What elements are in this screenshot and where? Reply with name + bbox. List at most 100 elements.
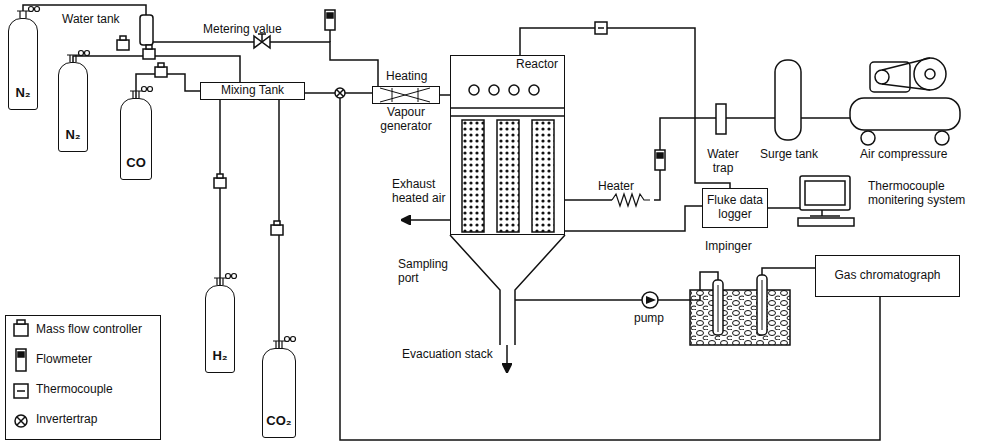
gas-cylinder: CO xyxy=(120,98,152,180)
part-label: Surge tank xyxy=(760,148,818,162)
illustration-part xyxy=(642,292,658,308)
illustration-part xyxy=(798,218,854,226)
illustration-part xyxy=(35,7,40,12)
gas-cylinder: H₂ xyxy=(205,285,235,373)
gas-cylinder: N₂ xyxy=(58,62,88,152)
illustration-part xyxy=(529,85,539,95)
part-label: Sampling port xyxy=(398,258,460,286)
illustration-part xyxy=(450,108,565,116)
illustration-part xyxy=(762,268,815,275)
illustration-part xyxy=(810,210,840,216)
illustration-part xyxy=(117,36,283,235)
illustration-part xyxy=(117,40,129,50)
illustration-part xyxy=(67,55,79,62)
part-label: Heater xyxy=(598,180,634,194)
part-label: Evacuation stack xyxy=(402,348,493,362)
illustration-part xyxy=(935,131,949,145)
node-text: Fluke data logger xyxy=(706,194,764,222)
legend-text: Thermocouple xyxy=(36,383,113,397)
data-logger: Fluke data logger xyxy=(702,188,768,228)
part-label: Thermocouple monitering system xyxy=(868,180,993,208)
illustration-part xyxy=(16,349,26,371)
node-text: N₂ xyxy=(65,128,80,143)
illustration-part xyxy=(595,22,607,34)
illustration-part xyxy=(762,280,763,330)
illustration-part xyxy=(140,15,153,45)
illustration-part xyxy=(598,27,604,29)
illustration-part xyxy=(462,120,484,232)
illustration-part xyxy=(146,45,152,49)
illustration-part xyxy=(805,181,845,205)
gas-cylinder: N₂ xyxy=(8,18,38,110)
illustration-part xyxy=(17,7,296,349)
illustration-part xyxy=(646,296,656,304)
node-text: CO₂ xyxy=(266,414,291,429)
illustration-part xyxy=(612,194,650,206)
illustration-part xyxy=(226,274,231,279)
illustration-part xyxy=(469,85,479,95)
illustration-part xyxy=(914,58,946,90)
illustration-part xyxy=(153,42,378,86)
mixing-tank: Mixing Tank xyxy=(200,82,305,100)
illustration-part xyxy=(285,337,290,342)
illustration-part xyxy=(861,131,875,145)
illustration-part xyxy=(718,285,719,332)
node-text: Gas chromatograph xyxy=(834,269,940,283)
illustration-part xyxy=(329,30,331,42)
illustration-part xyxy=(337,90,344,97)
illustration-part xyxy=(565,199,612,201)
part-label: Heating xyxy=(386,70,427,84)
pipe-connector xyxy=(219,100,221,285)
illustration-part xyxy=(217,174,223,178)
illustration-part xyxy=(497,120,519,232)
illustration-part xyxy=(340,98,880,440)
illustration-part xyxy=(14,324,28,336)
illustration-part xyxy=(79,51,84,56)
illustration-part xyxy=(214,178,226,188)
illustration-part xyxy=(155,67,167,77)
illustration-part xyxy=(14,384,28,398)
illustration-part xyxy=(775,60,801,140)
part-label: Water trap xyxy=(698,148,748,176)
legend-text: Flowmeter xyxy=(36,353,92,367)
illustration-part xyxy=(85,51,90,56)
illustration-part xyxy=(232,274,237,279)
illustration-part xyxy=(657,153,663,158)
illustration-part xyxy=(655,150,665,170)
illustration-part xyxy=(214,278,226,285)
node-text: H₂ xyxy=(212,349,227,364)
illustration-part xyxy=(515,299,642,301)
part-label: Impinger xyxy=(705,240,752,254)
illustration-part xyxy=(489,85,499,95)
part-label: pump xyxy=(634,312,664,326)
illustration-part xyxy=(532,120,554,232)
illustration-part xyxy=(402,219,450,221)
part-label: Air compressure xyxy=(860,148,947,162)
illustration-part xyxy=(768,207,800,209)
illustration-part xyxy=(850,98,960,130)
node-text: N₂ xyxy=(15,86,30,101)
illustration-part xyxy=(335,88,345,98)
gas-chromatograph: Gas chromatograph xyxy=(815,255,960,297)
illustration-part xyxy=(17,320,25,324)
illustration-part xyxy=(120,36,126,40)
pipe-connector xyxy=(440,94,450,96)
pipe-connector xyxy=(565,206,702,231)
illustration-part xyxy=(148,87,153,92)
part-label: Metering value xyxy=(203,23,282,37)
illustration-part xyxy=(380,88,430,102)
node-text: Reactor xyxy=(516,58,558,72)
illustration-part xyxy=(450,235,565,345)
illustration-part xyxy=(17,11,29,18)
illustration-part xyxy=(690,290,790,345)
illustration-part xyxy=(327,13,333,18)
gas-cylinder: CO₂ xyxy=(262,348,296,438)
illustration-part xyxy=(274,221,280,225)
illustration-part xyxy=(15,415,27,427)
illustration-part xyxy=(882,58,930,90)
node-text: CO xyxy=(126,156,146,171)
vapour-generator: Vapour generator xyxy=(372,86,440,104)
illustration-part xyxy=(158,63,164,67)
